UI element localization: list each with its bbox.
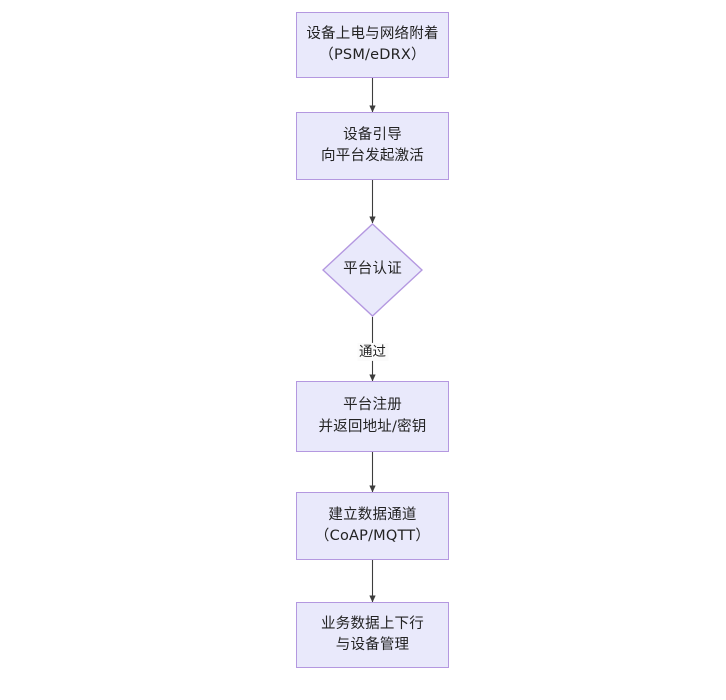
- node-business-data-and-device-management[interactable]: 业务数据上下行 与设备管理: [296, 602, 449, 668]
- node-line: 设备引导: [343, 126, 402, 143]
- edge-label-pass: 通过: [357, 342, 388, 362]
- node-device-power-on[interactable]: 设备上电与网络附着 （PSM/eDRX）: [296, 12, 449, 78]
- node-device-bootstrap[interactable]: 设备引导 向平台发起激活: [296, 112, 449, 180]
- node-line: 与设备管理: [335, 637, 410, 653]
- node-line: 并返回地址/密钥: [318, 418, 427, 435]
- diamond-shape-icon: [322, 223, 423, 317]
- node-platform-authentication[interactable]: 平台认证: [322, 223, 423, 317]
- node-line: 平台注册: [343, 397, 402, 414]
- node-platform-registration[interactable]: 平台注册 并返回地址/密钥: [296, 381, 449, 452]
- node-line: 向平台发起激活: [321, 148, 424, 164]
- node-establish-data-channel[interactable]: 建立数据通道 （CoAP/MQTT）: [296, 492, 449, 560]
- node-line: （PSM/eDRX）: [319, 47, 426, 63]
- node-line: 设备上电与网络附着: [306, 25, 439, 42]
- node-line: 业务数据上下行: [321, 615, 424, 632]
- node-line: （CoAP/MQTT）: [314, 528, 431, 544]
- node-line: 建立数据通道: [328, 506, 417, 523]
- node-line: 平台认证: [343, 261, 402, 278]
